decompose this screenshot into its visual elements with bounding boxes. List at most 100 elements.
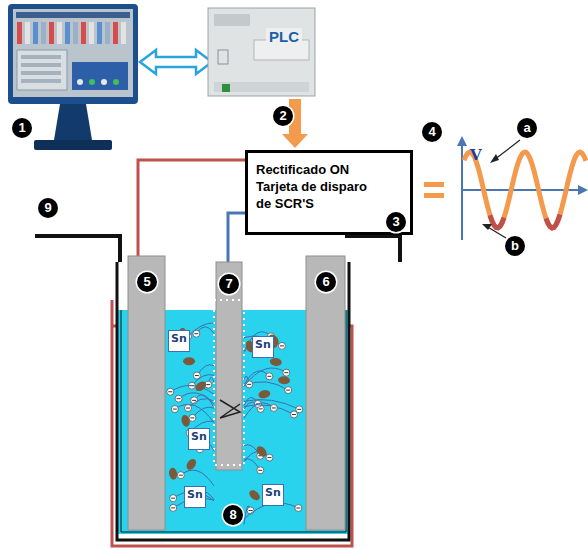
rectified-waveform bbox=[464, 152, 586, 228]
screen-bar bbox=[89, 22, 94, 44]
ion-charge bbox=[190, 417, 194, 418]
screen-bar bbox=[57, 22, 62, 44]
ion-charge bbox=[280, 345, 284, 346]
ion bbox=[257, 467, 264, 474]
callout-number: 3 bbox=[386, 212, 406, 232]
screen-row bbox=[21, 55, 61, 59]
ion-symbol: Sn bbox=[185, 487, 205, 502]
screen-row bbox=[21, 79, 61, 83]
hmi-monitor bbox=[8, 4, 138, 150]
tin-particle bbox=[183, 357, 195, 365]
plc-device bbox=[208, 8, 315, 96]
plc-body bbox=[208, 8, 315, 96]
axis-label: V bbox=[470, 146, 482, 164]
ion-charge bbox=[206, 384, 210, 385]
tin-particle bbox=[194, 379, 208, 393]
ion-path bbox=[181, 470, 214, 486]
cathode-basket bbox=[216, 262, 242, 470]
screen-row bbox=[21, 63, 61, 67]
monitor-stand bbox=[54, 104, 92, 140]
tin-particle bbox=[269, 357, 282, 366]
screen-indicator bbox=[113, 79, 119, 85]
ion-path bbox=[179, 393, 214, 404]
monitor-screen bbox=[13, 9, 133, 97]
ion bbox=[290, 411, 297, 418]
tin-particle bbox=[278, 376, 291, 385]
screen-bar bbox=[81, 22, 86, 44]
callout-number: 8 bbox=[223, 505, 243, 525]
signal-wire bbox=[228, 213, 245, 262]
leader-arrowhead bbox=[482, 224, 492, 230]
callout-number: 2 bbox=[273, 106, 293, 126]
screen-bar bbox=[97, 22, 102, 44]
ion-charge bbox=[249, 510, 253, 511]
ion-path bbox=[188, 323, 214, 337]
ion-path bbox=[170, 385, 214, 394]
callout-number: 7 bbox=[219, 274, 239, 294]
plc-device: PLC bbox=[208, 8, 315, 96]
ion-charge bbox=[179, 475, 183, 476]
ion-symbol: Sn bbox=[253, 337, 273, 352]
tank-cover bbox=[35, 236, 120, 262]
ion-charge bbox=[258, 470, 262, 471]
screen-indicator bbox=[77, 79, 83, 85]
tin-ion-tag: Sn bbox=[168, 330, 190, 352]
tank-cover bbox=[345, 236, 400, 262]
screen-bar bbox=[49, 22, 54, 44]
ion-charge bbox=[192, 400, 196, 401]
ion bbox=[177, 472, 184, 479]
screen-header bbox=[16, 12, 130, 18]
screen-bar bbox=[121, 22, 126, 44]
plc-terminals bbox=[214, 82, 309, 92]
ion bbox=[283, 369, 290, 376]
ion bbox=[266, 454, 273, 461]
ion-charge bbox=[168, 391, 172, 392]
ion-charge bbox=[284, 372, 288, 373]
screen-bar bbox=[105, 22, 110, 44]
callout-number: 5 bbox=[137, 272, 157, 292]
tin-ion-tag: Sn bbox=[188, 428, 210, 450]
callout-number: b bbox=[505, 236, 525, 256]
monitor-base bbox=[34, 140, 112, 150]
ion bbox=[278, 342, 285, 349]
tin-ion-tag: Sn bbox=[184, 486, 206, 508]
ion-symbol: Sn bbox=[189, 429, 209, 444]
ion bbox=[170, 495, 177, 502]
ion-charge bbox=[186, 408, 190, 409]
screen-row bbox=[21, 71, 61, 75]
tin-ion-tag: Sn bbox=[252, 336, 274, 358]
ion bbox=[295, 505, 302, 512]
callout-number: a bbox=[517, 118, 537, 138]
screen-indicator bbox=[89, 79, 95, 85]
ion-path bbox=[244, 403, 274, 418]
tin-ion-tag: Sn bbox=[262, 484, 284, 506]
callout-number: 9 bbox=[38, 198, 58, 218]
plc-led bbox=[222, 84, 230, 92]
axis-arrowhead bbox=[457, 136, 467, 146]
tin-particle bbox=[247, 488, 261, 502]
screen-panel bbox=[72, 62, 128, 90]
leader-line bbox=[494, 140, 520, 160]
axis-arrowhead bbox=[578, 185, 588, 195]
tin-particle bbox=[258, 389, 271, 399]
screen-panel bbox=[17, 50, 67, 90]
ion-charge bbox=[267, 457, 271, 458]
anode-electrode bbox=[306, 256, 345, 530]
screen-bar bbox=[73, 22, 78, 44]
ion bbox=[170, 504, 177, 511]
ion-charge bbox=[171, 498, 175, 499]
equals-symbol bbox=[424, 182, 444, 187]
device-label: PLC bbox=[266, 28, 302, 45]
box-text: Rectificado ON Tarjeta de disparo de SCR… bbox=[256, 161, 380, 212]
ion-charge bbox=[177, 398, 181, 399]
screen-bar bbox=[65, 22, 70, 44]
screen-bar bbox=[25, 22, 30, 44]
ion-charge bbox=[296, 508, 300, 509]
ion-charge bbox=[173, 409, 177, 410]
callout-number: 6 bbox=[316, 272, 336, 292]
screen-bar bbox=[41, 22, 46, 44]
ion-charge bbox=[259, 408, 263, 409]
screen-bar bbox=[113, 22, 118, 44]
basket-holes bbox=[214, 300, 244, 465]
